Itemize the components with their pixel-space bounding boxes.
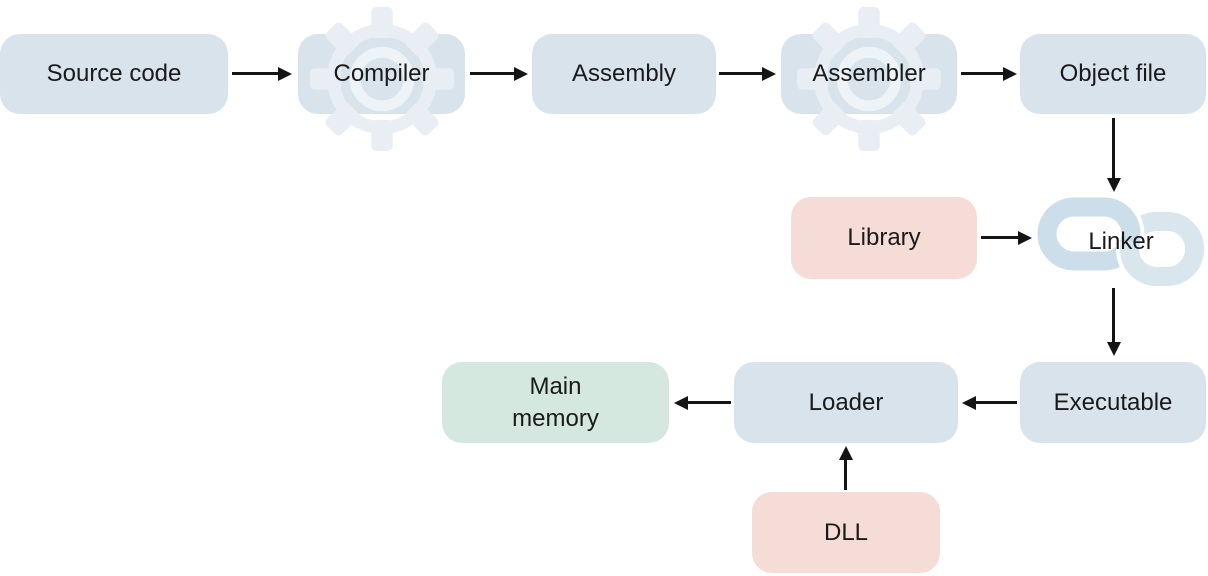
node-label: Library — [847, 224, 921, 251]
arrow-assembler-to-object-file — [961, 66, 1017, 81]
gear-icon — [309, 6, 454, 152]
arrowhead-icon — [962, 395, 976, 410]
arrowhead-icon — [514, 66, 528, 81]
arrow-loader-to-main-memory — [674, 395, 731, 410]
arrow-object-file-to-linker — [1106, 118, 1121, 192]
arrowhead-icon — [762, 66, 776, 81]
node-label: Executable — [1053, 388, 1173, 416]
node-compiler: Compiler — [298, 6, 465, 152]
node-object-file: Object file — [1020, 34, 1206, 114]
node-assembler: Assembler — [781, 6, 957, 152]
arrow-source-to-compiler — [232, 66, 292, 81]
node-library: Library — [791, 197, 977, 279]
node-label: Assembly — [571, 60, 677, 87]
arrowhead-icon — [838, 446, 853, 460]
node-label: Assembler — [812, 60, 926, 87]
arrowhead-icon — [1106, 178, 1121, 192]
node-dll: DLL — [752, 492, 940, 573]
node-label: Compiler — [333, 60, 430, 87]
node-label: Main memory — [512, 372, 599, 432]
arrowhead-icon — [1003, 66, 1017, 81]
gear-icon — [796, 6, 942, 152]
node-label: Loader — [808, 388, 884, 416]
node-label: Object file — [1059, 60, 1167, 87]
arrowhead-icon — [674, 395, 688, 410]
arrowhead-icon — [278, 66, 292, 81]
node-main-memory: Main memory — [442, 362, 669, 443]
node-label: Source code — [46, 60, 182, 87]
arrow-executable-to-loader — [962, 395, 1017, 410]
node-label: Linker — [1088, 228, 1154, 255]
arrow-library-to-linker — [981, 230, 1032, 245]
node-executable: Executable — [1020, 362, 1206, 443]
chain-link-icon — [1036, 196, 1204, 288]
node-loader: Loader — [734, 362, 958, 443]
arrow-linker-to-executable — [1106, 288, 1121, 356]
arrowhead-icon — [1106, 342, 1121, 356]
node-label: DLL — [823, 518, 869, 546]
arrow-assembly-to-assembler — [719, 66, 776, 81]
node-linker: Linker — [1036, 196, 1206, 288]
arrow-dll-to-loader — [838, 446, 853, 490]
arrowhead-icon — [1018, 230, 1032, 245]
node-source-code: Source code — [0, 34, 228, 114]
arrow-compiler-to-assembly — [470, 66, 528, 81]
node-assembly: Assembly — [532, 34, 716, 114]
